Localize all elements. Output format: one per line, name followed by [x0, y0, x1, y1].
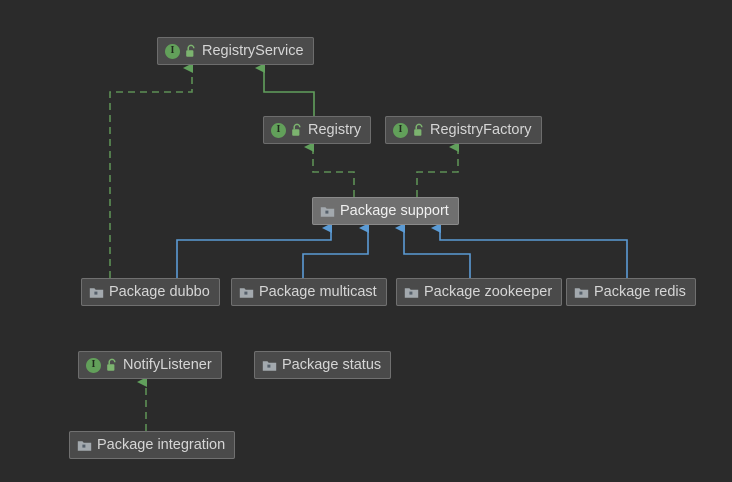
node-package-status[interactable]: Package status: [254, 351, 392, 379]
interface-icon: I: [393, 122, 408, 138]
edge-redis-to-support: [431, 223, 628, 278]
node-label: RegistryService: [202, 42, 304, 59]
interface-icon: I: [86, 357, 101, 373]
node-label: Package zookeeper: [424, 283, 553, 300]
edge-support-to-registryfactory: [416, 142, 459, 197]
edge-multicast-to-support: [302, 223, 369, 278]
folder-icon: [404, 287, 419, 298]
edge-dubbo-to-support: [176, 223, 332, 278]
node-registry[interactable]: I Registry: [263, 116, 372, 144]
folder-icon: [320, 206, 335, 217]
node-notifylistener[interactable]: I NotifyListener: [78, 351, 222, 379]
folder-icon: [239, 287, 254, 298]
node-label: Package support: [340, 202, 449, 219]
lock-icon: [186, 44, 195, 57]
folder-icon: [574, 287, 589, 298]
node-package-zookeeper[interactable]: Package zookeeper: [396, 278, 563, 306]
folder-icon: [89, 287, 104, 298]
node-package-integration[interactable]: Package integration: [69, 431, 236, 459]
node-package-multicast[interactable]: Package multicast: [231, 278, 387, 306]
edge-dubbo-to-registryservice: [109, 63, 193, 278]
node-label: Package dubbo: [109, 283, 210, 300]
node-label: Package multicast: [259, 283, 377, 300]
node-label: Package redis: [594, 283, 686, 300]
folder-icon: [77, 440, 92, 451]
interface-icon: I: [271, 122, 286, 138]
node-registryfactory[interactable]: I RegistryFactory: [385, 116, 542, 144]
folder-icon: [262, 360, 277, 371]
lock-icon: [414, 123, 423, 136]
node-label: Registry: [308, 121, 362, 138]
lock-icon: [292, 123, 301, 136]
edge-registry-to-registryservice: [255, 63, 315, 116]
interface-icon: I: [165, 43, 180, 59]
edge-support-to-registry: [304, 142, 355, 197]
node-label: RegistryFactory: [430, 121, 532, 138]
edge-zookeeper-to-support: [395, 223, 471, 278]
node-label: Package integration: [97, 436, 226, 453]
node-label: Package status: [282, 356, 382, 373]
node-package-support[interactable]: Package support: [312, 197, 459, 225]
node-package-redis[interactable]: Package redis: [566, 278, 696, 306]
node-label: NotifyListener: [123, 356, 212, 373]
lock-icon: [107, 358, 116, 371]
node-registryservice[interactable]: I RegistryService: [157, 37, 314, 65]
node-package-dubbo[interactable]: Package dubbo: [81, 278, 220, 306]
